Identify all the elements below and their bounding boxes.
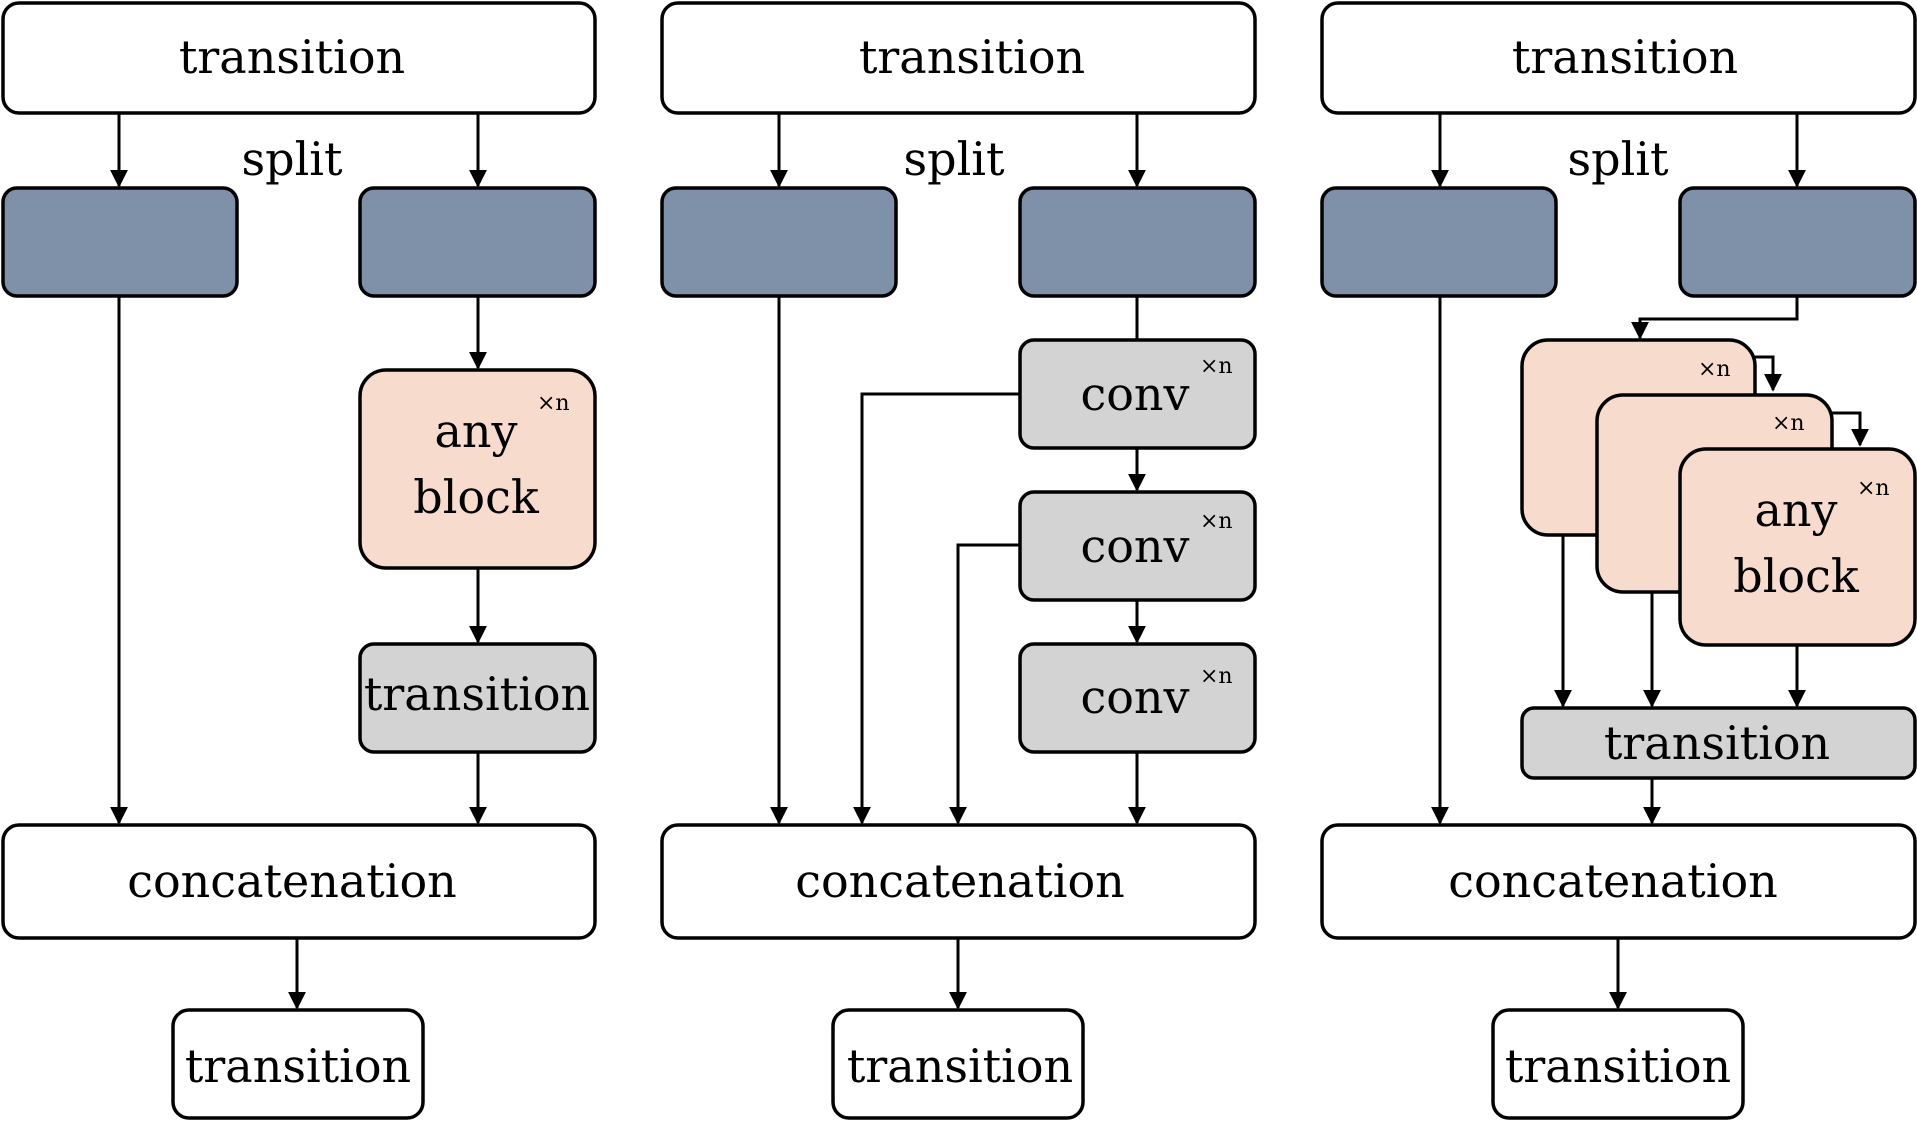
skip-conv1-to-concat xyxy=(853,392,1020,825)
arrow-block1-to-block2 xyxy=(1755,355,1782,392)
arrow-to-stacked-blocks xyxy=(1631,296,1799,340)
split-label: split xyxy=(242,132,343,186)
split-part-left xyxy=(1320,186,1558,298)
any-block-middle-multiplier: ×n xyxy=(1772,411,1805,436)
inner-transition-label: transition xyxy=(364,667,590,721)
split-part-right xyxy=(1678,186,1917,298)
concatenation-box xyxy=(660,823,1257,940)
any-block-label-line1: any xyxy=(1754,483,1837,537)
any-block-label-line1: any xyxy=(434,404,517,458)
output-transition-label: transition xyxy=(185,1039,411,1093)
split-part-left xyxy=(1,186,239,298)
split-label: split xyxy=(1568,132,1669,186)
input-transition-box xyxy=(1320,1,1917,115)
concatenation-box xyxy=(1,823,597,940)
panel-3: transition split ×n ×n any block ×n tran… xyxy=(1320,1,1917,1120)
input-transition-label: transition xyxy=(179,30,405,84)
output-transition-box xyxy=(831,1008,1085,1120)
input-transition-label: transition xyxy=(1512,30,1738,84)
conv-label-3: conv xyxy=(1080,670,1189,724)
input-transition-box xyxy=(660,1,1257,115)
inner-transition-box xyxy=(358,642,597,754)
inner-transition-label: transition xyxy=(1604,716,1830,770)
concatenation-label: concatenation xyxy=(1448,854,1778,908)
conv-label-2: conv xyxy=(1080,519,1189,573)
output-transition-label: transition xyxy=(847,1039,1073,1093)
split-label: split xyxy=(904,132,1005,186)
conv-multiplier-2: ×n xyxy=(1200,509,1233,534)
conv-multiplier-1: ×n xyxy=(1200,354,1233,379)
input-transition-label: transition xyxy=(859,30,1085,84)
any-block-front xyxy=(1678,447,1917,647)
conv-box-2 xyxy=(1018,490,1257,602)
any-block-back-multiplier: ×n xyxy=(1698,357,1731,382)
panel-2: transition split conv ×n conv ×n conv ×n… xyxy=(660,1,1257,1120)
any-block-label-line2: block xyxy=(413,470,540,524)
concatenation-box xyxy=(1320,823,1917,940)
inner-transition-box xyxy=(1520,706,1917,780)
output-transition-box xyxy=(171,1008,425,1120)
conv-label-1: conv xyxy=(1080,367,1189,421)
arrow-block2-to-block3 xyxy=(1832,411,1869,447)
conv-box-3 xyxy=(1018,642,1257,754)
any-block-multiplier: ×n xyxy=(537,391,570,416)
any-block-front-multiplier: ×n xyxy=(1857,476,1890,501)
split-part-right xyxy=(358,186,597,298)
output-transition-label: transition xyxy=(1505,1039,1731,1093)
input-transition-box xyxy=(1,1,597,115)
concatenation-label: concatenation xyxy=(795,854,1125,908)
output-transition-box xyxy=(1491,1008,1745,1120)
split-part-left xyxy=(660,186,898,298)
skip-conv2-to-concat xyxy=(949,543,1020,825)
conv-multiplier-3: ×n xyxy=(1200,664,1233,689)
split-part-right xyxy=(1018,186,1257,298)
concatenation-label: concatenation xyxy=(127,854,457,908)
any-block-box xyxy=(358,368,597,570)
panel-1: transition split any block ×n transition… xyxy=(1,1,597,1120)
any-block-label-line2: block xyxy=(1733,549,1860,603)
conv-box-1 xyxy=(1018,338,1257,450)
